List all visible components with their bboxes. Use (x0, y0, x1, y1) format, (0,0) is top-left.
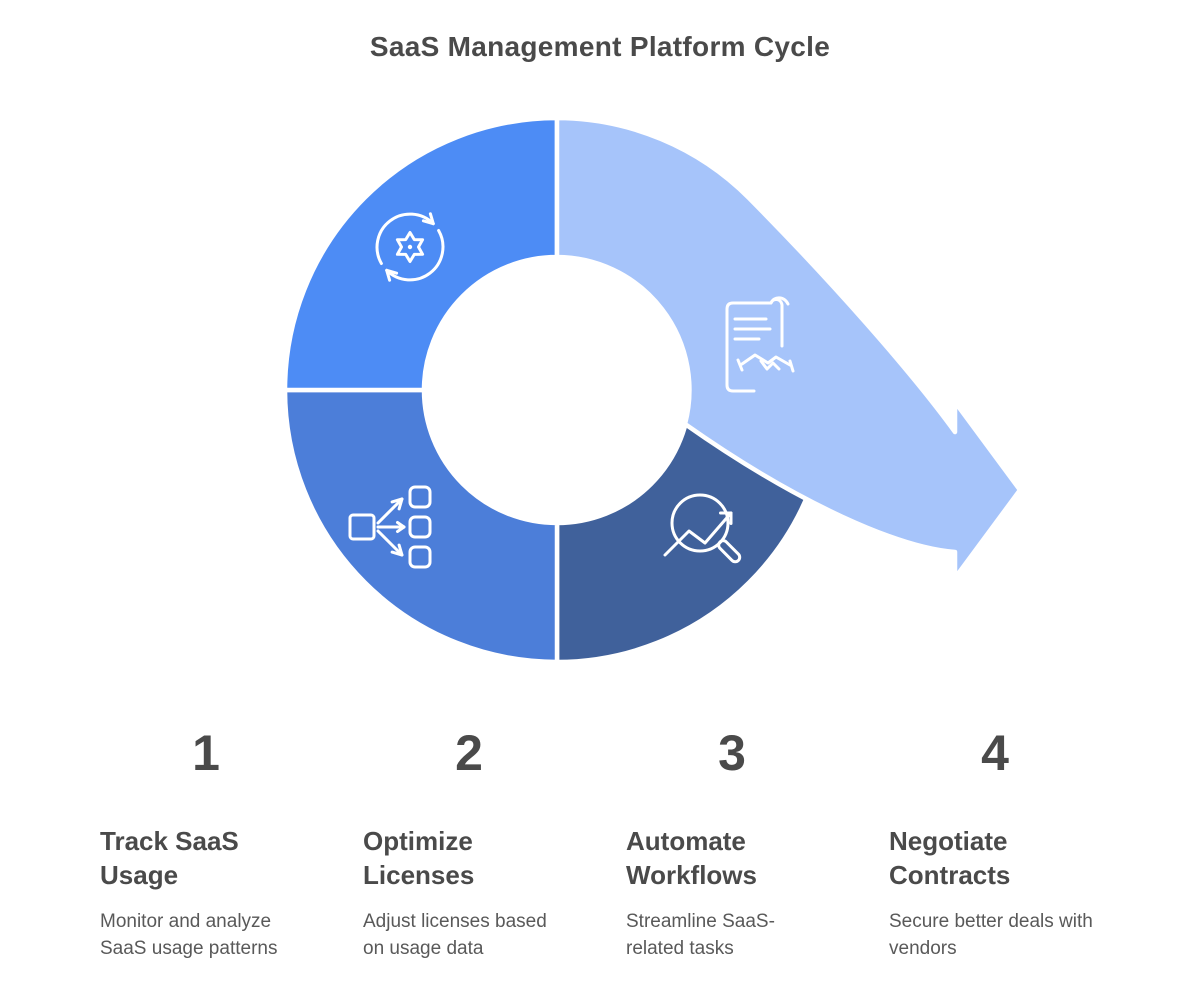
step-title: Optimize Licenses (363, 826, 475, 891)
step-number: 2 (455, 725, 483, 781)
step-column-1: 1 Track SaaS Usage Monitor and analyze S… (100, 700, 312, 963)
step-description: Adjust licenses based on usage data (363, 910, 547, 960)
step-title: Negotiate Contracts (889, 826, 1011, 891)
step-number: 4 (981, 725, 1009, 781)
analytics-magnifier-icon (663, 493, 742, 564)
step-number: 1 (192, 725, 220, 781)
step-column-2: 2 Optimize Licenses Adjust licenses base… (363, 700, 575, 963)
step-description: Secure better deals with vendors (889, 910, 1093, 960)
step-description: Monitor and analyze SaaS usage patterns (100, 910, 278, 960)
step-number: 3 (718, 725, 746, 781)
segment-top-right-arrow (554, 115, 1023, 581)
sync-gear-icon (375, 212, 445, 282)
step-description: Streamline SaaS-related tasks (626, 910, 775, 960)
step-title: Track SaaS Usage (100, 826, 239, 891)
step-column-4: 4 Negotiate Contracts Secure better deal… (889, 700, 1101, 963)
contract-handshake-icon (725, 296, 795, 393)
step-column-3: 3 Automate Workflows Streamline SaaS-rel… (626, 700, 838, 963)
workflow-distribution-icon (348, 485, 432, 569)
steps-row: 1 Track SaaS Usage Monitor and analyze S… (100, 700, 1101, 963)
segment-bottom-left (282, 387, 560, 665)
step-title: Automate Workflows (626, 826, 757, 891)
cycle-diagram (282, 115, 1023, 665)
page-title: SaaS Management Platform Cycle (369, 31, 831, 62)
